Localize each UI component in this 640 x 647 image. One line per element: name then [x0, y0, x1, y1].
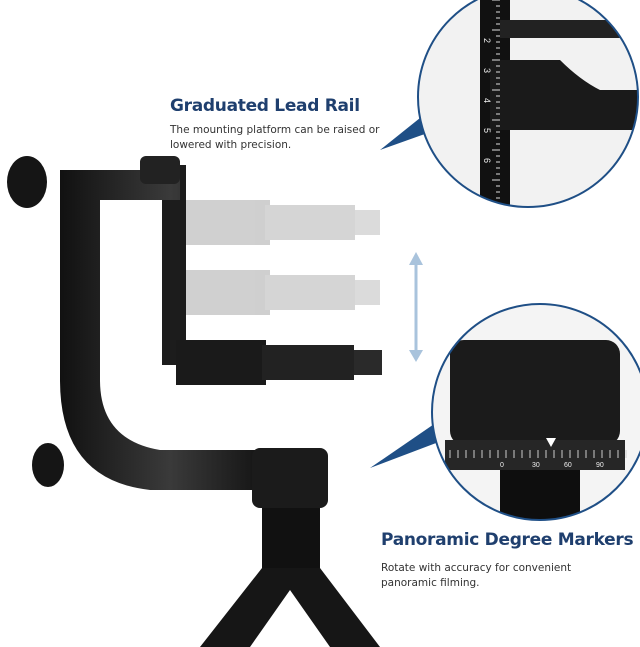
degree-label: 90: [596, 462, 604, 469]
top-knob: [7, 156, 47, 208]
degree-label: 0: [500, 462, 504, 469]
panoramic-base: [252, 448, 328, 508]
rail-scale-label: 5: [482, 128, 492, 133]
callout-pointer-degree: [370, 420, 444, 468]
ghost-platforms: [180, 200, 380, 315]
tripod-legs: [200, 568, 380, 647]
degree-zoom-detail: [432, 304, 640, 520]
side-knob: [32, 443, 64, 487]
platform-knob: [354, 350, 382, 375]
feature-desc-lead-rail: The mounting platform can be raised or l…: [170, 124, 380, 151]
rail-scale-label: 3: [482, 68, 492, 73]
degree-label: 30: [532, 462, 540, 469]
rail-scale-label: 2: [482, 38, 492, 43]
rail-scale-label: 6: [482, 158, 492, 163]
degree-label: 60: [564, 462, 572, 469]
feature-desc-degree-markers: Rotate with accuracy for convenient pano…: [381, 562, 572, 589]
rail-scale-label: 4: [482, 98, 492, 103]
rail-zoom-detail: [418, 0, 638, 207]
feature-title-lead-rail: Graduated Lead Rail: [170, 96, 360, 116]
feature-title-degree-markers: Panoramic Degree Markers: [381, 530, 634, 550]
